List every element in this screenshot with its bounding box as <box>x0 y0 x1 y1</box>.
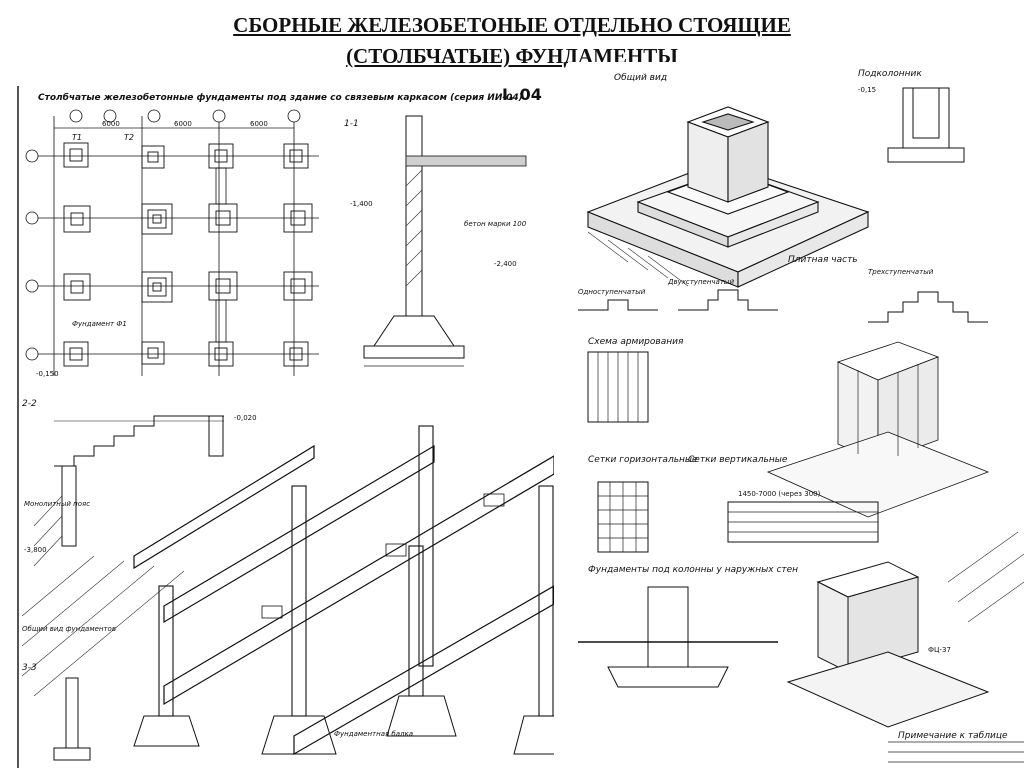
isometric-frame: Общий вид фундаментов Фундаментная балка <box>21 425 554 756</box>
column-t2: Т2 <box>124 133 134 142</box>
sec2-mark-0020: -0,020 <box>234 414 257 422</box>
right-drawing-svg: Общий вид <box>568 62 1024 768</box>
section-2-2-label: 2-2 <box>22 399 37 409</box>
podkolonnik-label: Подколонник <box>858 69 922 79</box>
sec2-monolithic: Монолитный пояс <box>24 500 90 508</box>
sec2-mark-3800: -3,800 <box>24 546 47 554</box>
section-2-2: 2-2 -0,020 -3,800 Монолитный пояс <box>22 399 257 567</box>
pod-mark-015: -0,15 <box>858 86 876 94</box>
section-1-1: 1-1 -1,400 -2,400 бетон марки 100 <box>344 115 527 367</box>
left-drawing-sheet: Столбчатые железобетонные фундаменты под… <box>14 86 554 768</box>
sec-concrete: бетон марки 100 <box>464 220 527 228</box>
note-table: Примечание к таблице <box>888 731 1024 763</box>
meshes: Сетки горизонтальные Сетки вертикальные … <box>588 455 879 553</box>
plate-part: Плитная часть Одноступенчатый Двухступен… <box>578 255 988 323</box>
section-1-1-label: 1-1 <box>344 119 359 129</box>
axis-dim-1: 6000 <box>102 120 120 128</box>
section-3-3: 3-3 <box>22 663 91 761</box>
general-view-isometric: Общий вид <box>586 73 870 288</box>
sheet-number: I. 04 <box>502 86 542 104</box>
title-line-1: СБОРНЫЕ ЖЕЛЕЗОБЕТОНЫЕ ОТДЕЛЬНО СТОЯЩИЕ <box>233 13 791 37</box>
mesh-vertical-label: Сетки вертикальные <box>688 455 788 465</box>
left-drawing-svg: Столбчатые железобетонные фундаменты под… <box>14 86 554 768</box>
plan-mark-0150: -0,150 <box>36 370 59 378</box>
section-3-3-label: 3-3 <box>22 663 37 673</box>
two-step-label: Двухступенчатый <box>667 278 734 286</box>
mesh-size: 1450-7000 (через 300) <box>738 490 821 498</box>
three-step-label: Трехступенчатый <box>868 268 934 276</box>
one-step-label: Одноступенчатый <box>578 288 646 296</box>
foundations-outer-walls: Фундаменты под колонны у наружных стен Ф… <box>578 531 1024 728</box>
foundation-plan: 6000 6000 6000 <box>25 109 319 378</box>
axis-dim-3: 6000 <box>250 120 268 128</box>
axis-dim-2: 6000 <box>174 120 192 128</box>
sec-mark-1400: -1,400 <box>350 200 373 208</box>
general-view-label: Общий вид <box>614 73 667 83</box>
outer-walls-label: Фундаменты под колонны у наружных стен <box>588 565 798 575</box>
iso-foundation-beam: Фундаментная балка <box>334 730 413 738</box>
sec-mark-2400: -2,400 <box>494 260 517 268</box>
note-table-label: Примечание к таблице <box>898 731 1008 741</box>
plan-foundation-label: Фундамент Ф1 <box>72 320 127 328</box>
slide-title: СБОРНЫЕ ЖЕЛЕЗОБЕТОНЫЕ ОТДЕЛЬНО СТОЯЩИЕ (… <box>0 10 1024 72</box>
podkolonnik-section: Подколонник -0,15 <box>858 69 965 163</box>
left-header: Столбчатые железобетонные фундаменты под… <box>38 92 523 103</box>
plate-part-label: Плитная часть <box>788 255 858 265</box>
iso-general-view: Общий вид фундаментов <box>22 625 116 633</box>
column-t1: Т1 <box>72 133 82 142</box>
reinforcement-label: Схема армирования <box>588 337 684 347</box>
mesh-horizontal-label: Сетки горизонтальные <box>588 455 698 465</box>
right-drawing-sheet: Общий вид <box>568 62 1024 768</box>
fl37-label: ФЦ-37 <box>928 646 951 654</box>
reinforcement-scheme: Схема армирования <box>587 337 990 518</box>
